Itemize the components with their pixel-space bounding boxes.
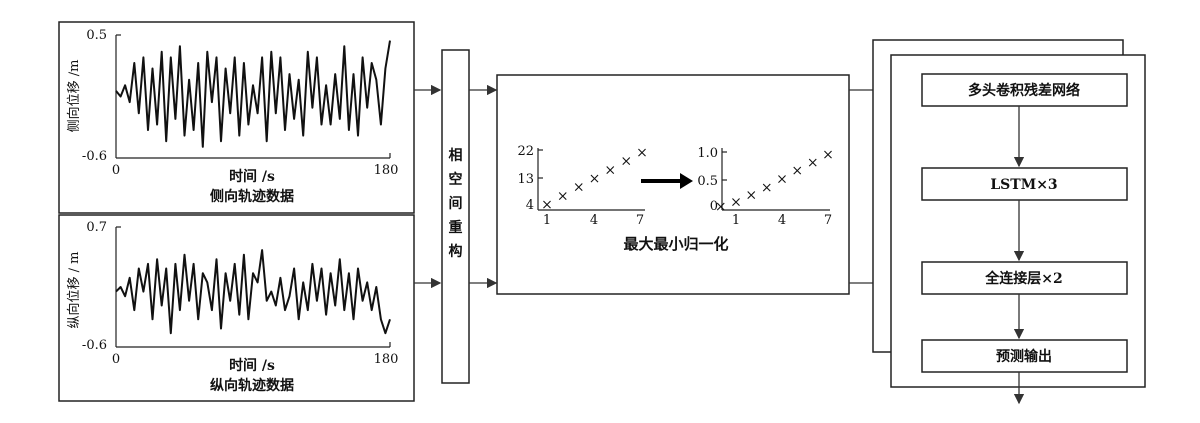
multihead-conv-residual-block bbox=[921, 73, 1128, 107]
longitudinal-signal-line bbox=[115, 249, 391, 335]
min-max-normalization-box: ××××××× 22 13 4 1 4 7 ×××××××× 1.0 0.5 0… bbox=[496, 74, 850, 295]
longitudinal-ymax-label: 0.7 bbox=[86, 220, 107, 235]
raw-plot-ytick-mid: 13 bbox=[517, 172, 534, 187]
longitudinal-xmin-label: 0 bbox=[112, 352, 120, 367]
lateral-panel-frame bbox=[58, 21, 415, 214]
normalized-plot-point-4: × bbox=[761, 180, 773, 196]
longitudinal-ymin-label: -0.6 bbox=[82, 338, 107, 353]
longitudinal-panel-caption: 纵向轨迹数据 bbox=[210, 377, 294, 394]
reconstruction-label-char: 空 bbox=[449, 171, 463, 188]
raw-plot-xtick-4: 4 bbox=[590, 213, 598, 228]
lstm-label: LSTM×3 bbox=[990, 177, 1057, 193]
reconstruction-label-char: 相 bbox=[449, 147, 463, 164]
normalized-plot-ytick-top: 1.0 bbox=[697, 146, 718, 161]
fully-connected-block bbox=[921, 261, 1128, 295]
reconstruction-label-char: 重 bbox=[449, 219, 463, 236]
fully-connected-label: 全连接层×2 bbox=[984, 270, 1062, 287]
prediction-output-block bbox=[921, 339, 1128, 373]
raw-plot-marks: ××××××× bbox=[541, 145, 648, 213]
normalized-plot-point-5: × bbox=[776, 172, 788, 188]
lateral-ymax-label: 0.5 bbox=[86, 28, 107, 43]
network-stack: 多头卷积残差网络 LSTM×3 全连接层×2 预测输出 bbox=[872, 39, 1146, 405]
lateral-signal-line bbox=[115, 40, 391, 148]
reconstruction-label-char: 构 bbox=[449, 243, 463, 260]
longitudinal-y-axis-label: 纵向位移 / m bbox=[66, 252, 82, 329]
raw-plot-xtick-7: 7 bbox=[636, 213, 644, 228]
raw-plot-ytick-top: 22 bbox=[517, 144, 534, 159]
normalized-plot-point-3: × bbox=[745, 187, 757, 203]
reconstruction-label-char: 间 bbox=[449, 195, 463, 212]
normalized-plot-xtick-1: 1 bbox=[732, 213, 740, 228]
longitudinal-trajectory-panel: 0.7 -0.6 0 180 时间 /s 纵向轨迹数据 纵向位移 / m bbox=[58, 214, 415, 402]
raw-plot-xtick-1: 1 bbox=[543, 213, 551, 228]
lateral-xmax-label: 180 bbox=[374, 163, 399, 178]
raw-plot-point-7: × bbox=[636, 145, 648, 161]
normalized-plot-point-2: × bbox=[730, 194, 742, 210]
raw-plot-point-4: × bbox=[589, 171, 601, 187]
normalized-plot-ytick-mid: 0.5 bbox=[697, 174, 718, 189]
raw-plot-point-5: × bbox=[604, 162, 616, 178]
prediction-output-label: 预测输出 bbox=[996, 348, 1052, 365]
normalize-arrow-head bbox=[680, 173, 693, 189]
raw-plot-point-3: × bbox=[573, 180, 585, 196]
normalized-plot-ytick-bottom: 0 bbox=[710, 199, 718, 214]
normalized-plot-point-1: × bbox=[715, 199, 727, 215]
lateral-xmin-label: 0 bbox=[112, 163, 120, 178]
multihead-conv-residual-label: 多头卷积残差网络 bbox=[968, 82, 1080, 99]
lateral-x-axis-label: 时间 /s bbox=[229, 168, 275, 185]
normalization-frame bbox=[496, 74, 850, 295]
raw-plot-ytick-bottom: 4 bbox=[526, 198, 534, 213]
normalized-plot-point-8: × bbox=[822, 147, 834, 163]
reconstruction-label: 相空间重构 bbox=[449, 147, 463, 260]
normalized-plot-point-7: × bbox=[807, 155, 819, 171]
lateral-trajectory-panel: 0.5 -0.6 0 180 时间 /s 侧向轨迹数据 侧向位移 /m bbox=[58, 21, 415, 214]
reconstruction-frame bbox=[441, 49, 470, 384]
normalized-plot-marks: ×××××××× bbox=[715, 147, 834, 215]
normalized-plot-xtick-4: 4 bbox=[778, 213, 786, 228]
longitudinal-x-axis-label: 时间 /s bbox=[229, 357, 275, 374]
lateral-ymin-label: -0.6 bbox=[82, 149, 107, 164]
raw-plot-point-1: × bbox=[541, 197, 553, 213]
raw-plot-point-6: × bbox=[620, 154, 632, 170]
lateral-y-axis-label: 侧向位移 /m bbox=[66, 60, 82, 133]
normalized-plot-xtick-7: 7 bbox=[824, 213, 832, 228]
longitudinal-xmax-label: 180 bbox=[374, 352, 399, 367]
normalization-caption: 最大最小归一化 bbox=[623, 235, 728, 253]
lateral-panel-caption: 侧向轨迹数据 bbox=[210, 188, 294, 205]
normalized-plot-point-6: × bbox=[791, 163, 803, 179]
lstm-block bbox=[921, 167, 1128, 201]
raw-plot-point-2: × bbox=[557, 188, 569, 204]
phase-space-reconstruction-box: 相空间重构 bbox=[441, 49, 470, 384]
